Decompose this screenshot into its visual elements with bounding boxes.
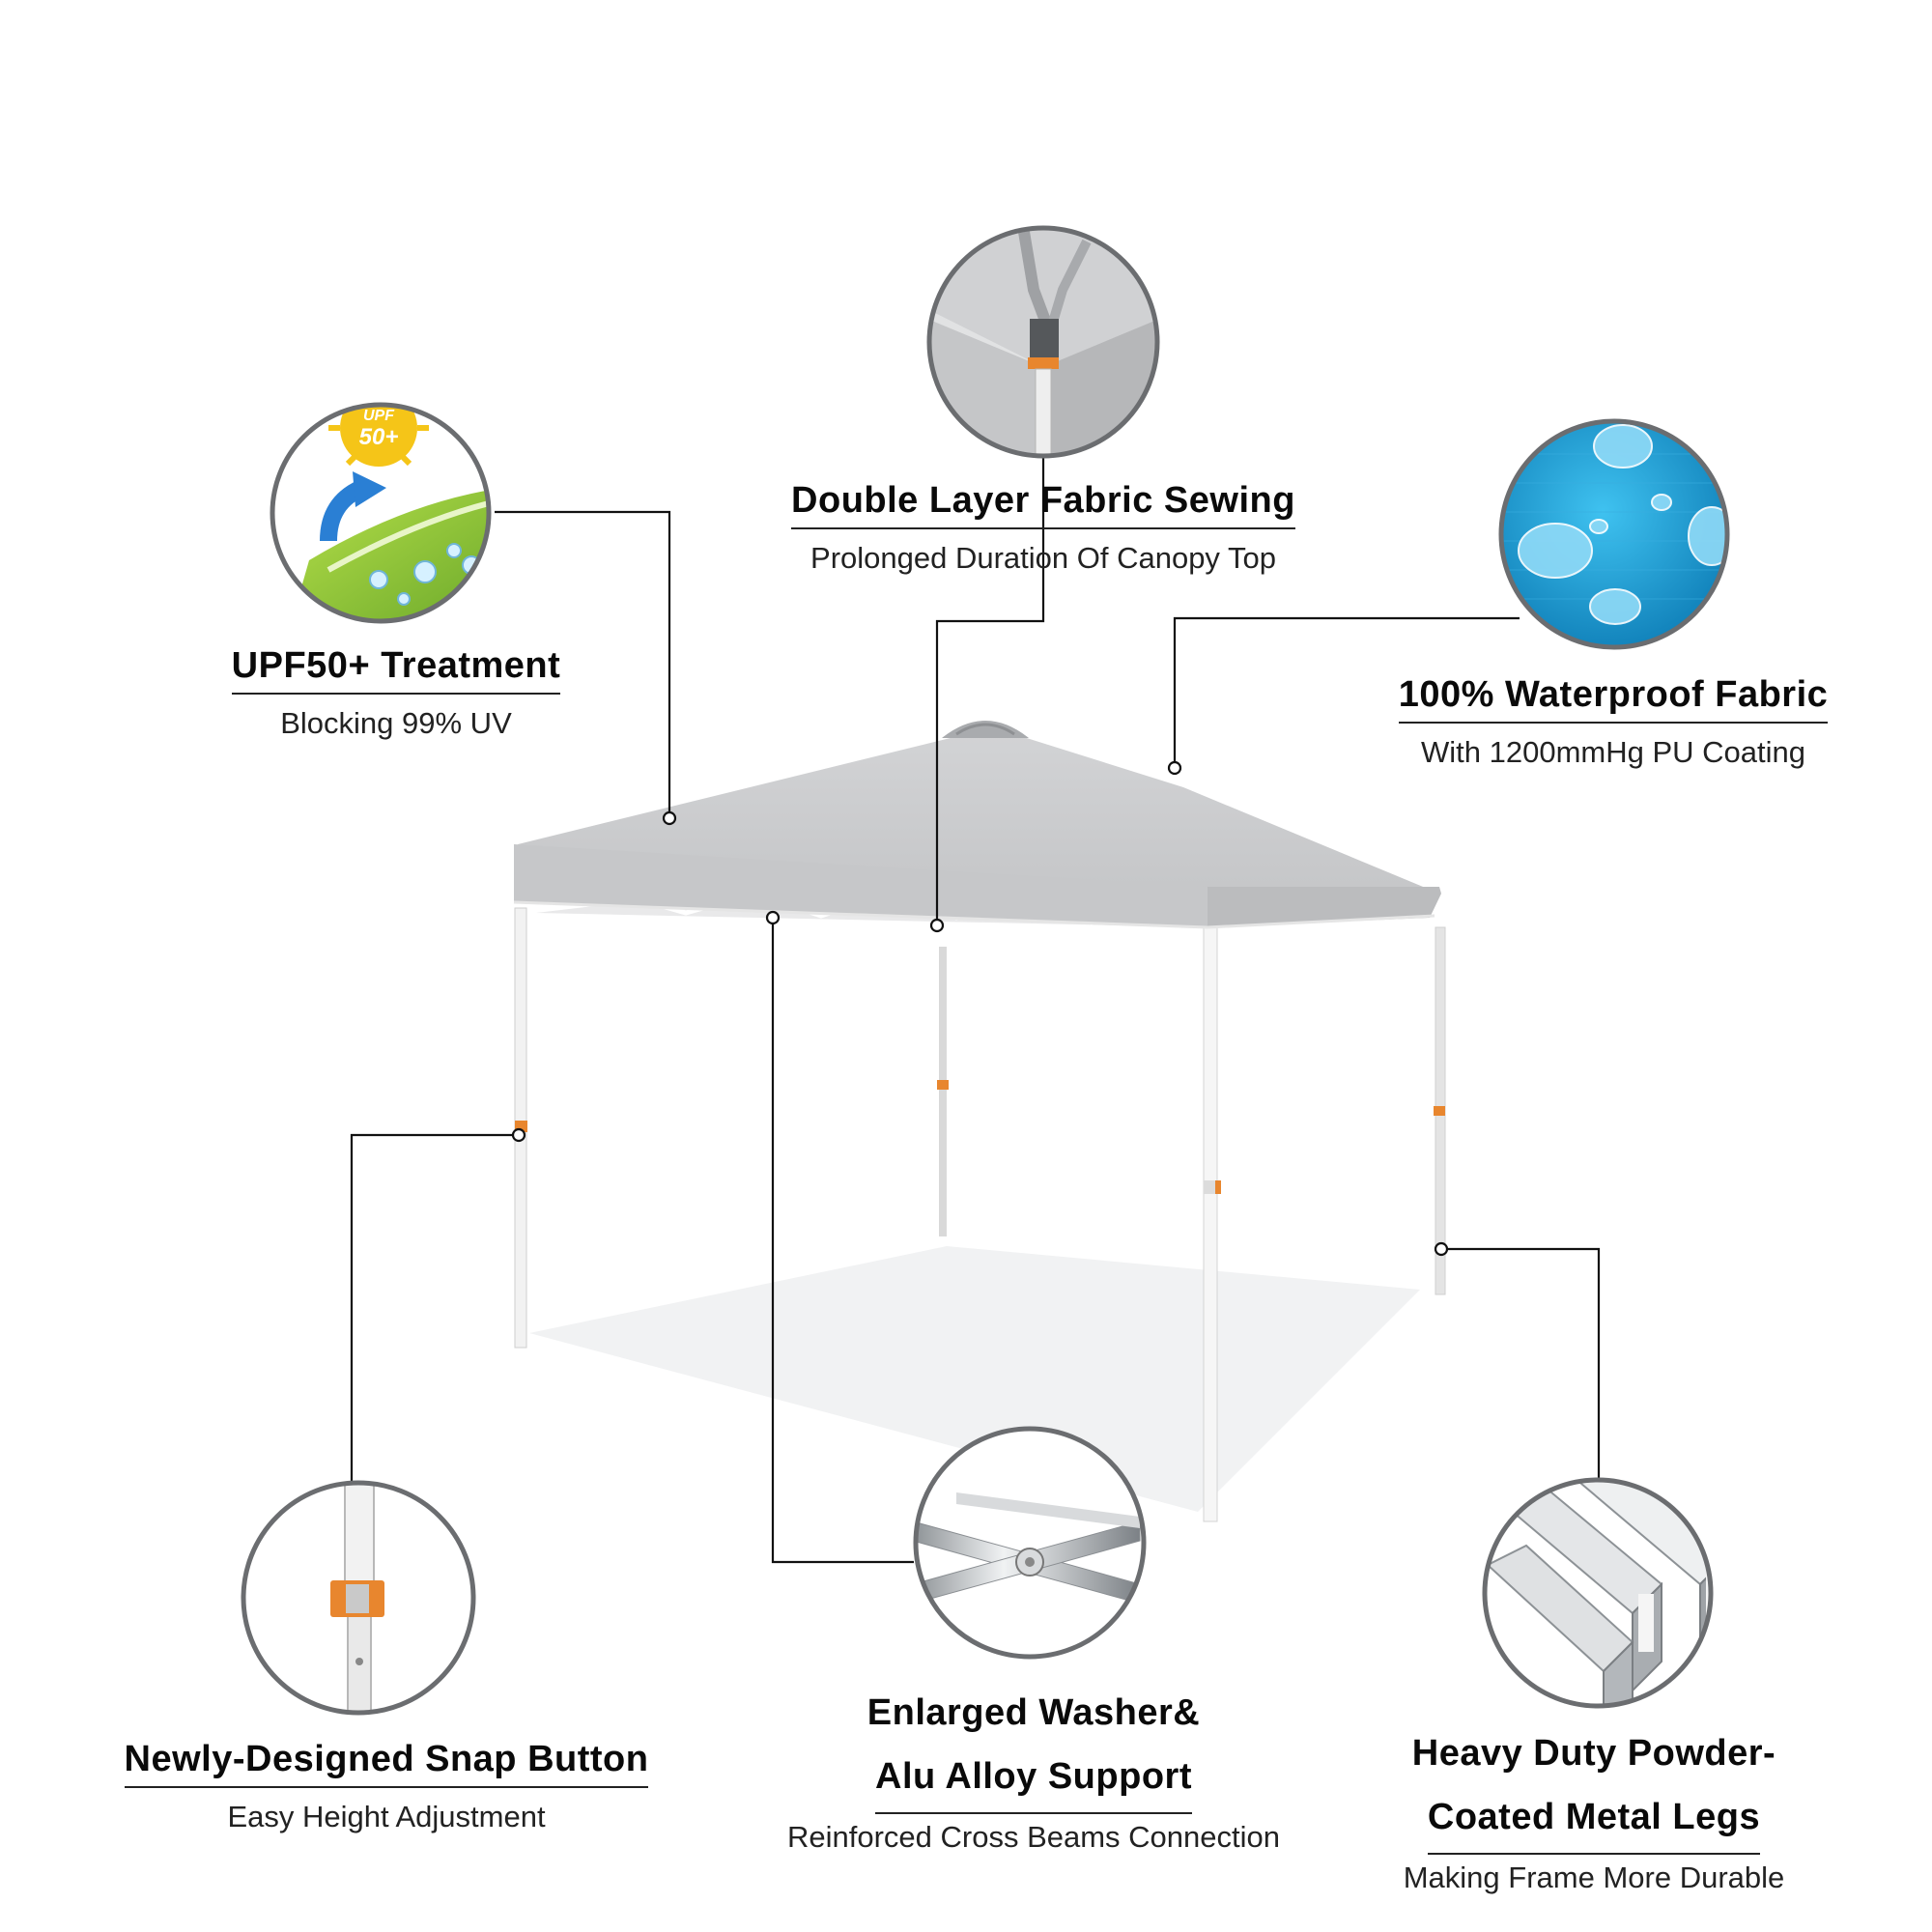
water-drop-icon (369, 543, 481, 606)
feature-title-line-2: Coated Metal Legs (1427, 1785, 1761, 1855)
leg-back-left (939, 947, 947, 1236)
svg-text:UPF: UPF (363, 408, 395, 424)
feature-snap-button: Newly-Designed Snap Button Easy Height A… (92, 1739, 681, 1834)
feature-subtitle: Easy Height Adjustment (227, 1800, 546, 1833)
canopy-top-detail-circle (926, 225, 1160, 459)
feature-title: Double Layer Fabric Sewing (791, 480, 1295, 529)
feature-legs: Heavy Duty Powder- Coated Metal Legs Mak… (1352, 1721, 1835, 1895)
feature-double-layer: Double Layer Fabric Sewing Prolonged Dur… (758, 480, 1328, 576)
feature-subtitle: With 1200mmHg PU Coating (1421, 735, 1805, 769)
feature-title: UPF50+ Treatment (231, 645, 561, 695)
ground-shadow (529, 1246, 1420, 1512)
feature-title-line-1: Enlarged Washer& (867, 1692, 1201, 1733)
feature-washer: Enlarged Washer& Alu Alloy Support Reinf… (734, 1681, 1333, 1855)
snap-button-icon (330, 1483, 384, 1713)
feature-title: Newly-Designed Snap Button (124, 1739, 649, 1788)
waterproof-detail-circle (1498, 418, 1730, 650)
canopy-tent (513, 721, 1446, 1522)
arrow-icon (320, 471, 386, 542)
feature-subtitle: Reinforced Cross Beams Connection (786, 1820, 1281, 1854)
water-drop-icon (1518, 424, 1727, 625)
upf-detail-circle: UPF 50+ (270, 402, 492, 624)
snap-button-detail-circle (241, 1480, 476, 1716)
callout-dots (511, 760, 1449, 1257)
washer-detail-circle (913, 1426, 1147, 1660)
feature-waterproof: 100% Waterproof Fabric With 1200mmHg PU … (1372, 674, 1855, 770)
feature-title-line-2: Alu Alloy Support (875, 1745, 1192, 1814)
callout-lines (350, 456, 1601, 1564)
feature-subtitle: Prolonged Duration Of Canopy Top (810, 541, 1276, 575)
feature-upf: UPF50+ Treatment Blocking 99% UV (222, 645, 570, 741)
svg-text:50+: 50+ (359, 424, 399, 450)
feature-title: 100% Waterproof Fabric (1398, 674, 1829, 724)
feature-title-line-1: Heavy Duty Powder- (1411, 1733, 1776, 1774)
feature-subtitle: Making Frame More Durable (1403, 1861, 1785, 1894)
leaf-icon (290, 488, 489, 621)
tube-icon (1486, 1480, 1711, 1706)
legs-detail-circle (1482, 1477, 1714, 1709)
leg-front-right (1203, 897, 1218, 1522)
washer-icon (916, 1492, 1141, 1605)
feature-subtitle: Blocking 99% UV (280, 706, 512, 740)
